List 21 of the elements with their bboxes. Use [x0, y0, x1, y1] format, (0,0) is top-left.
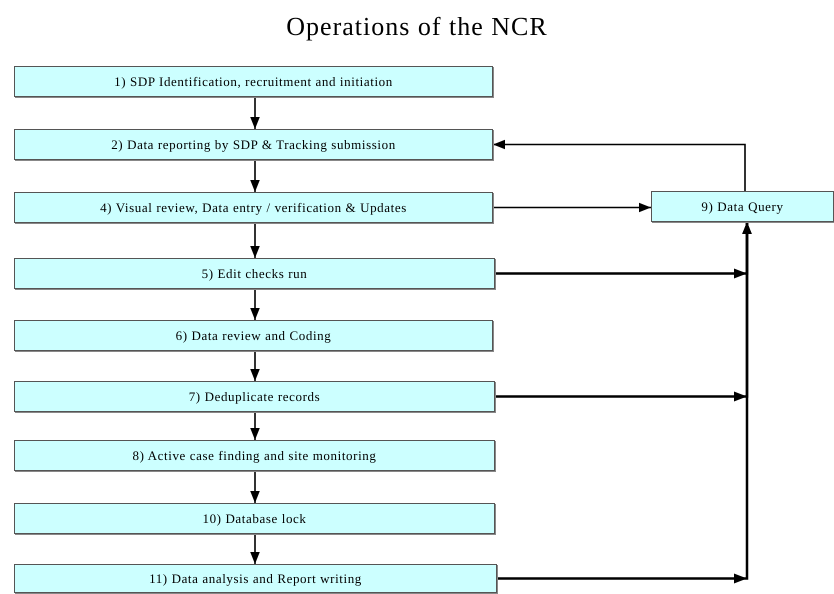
process-box: [14, 129, 493, 160]
step-label: 6) Data review and Coding: [176, 328, 332, 344]
process-box: [651, 191, 834, 222]
process-box: [14, 564, 497, 593]
process-box: [14, 440, 495, 471]
step-label: 2) Data reporting by SDP & Tracking submission: [111, 136, 396, 152]
step-label: 10) Database lock: [202, 510, 307, 526]
process-box: [14, 258, 495, 289]
step-label: 7) Deduplicate records: [188, 388, 320, 404]
process-box: [14, 66, 493, 97]
diagram-title: Operations of the NCR: [285, 12, 549, 42]
step-label: 11) Data analysis and Report writing: [149, 570, 362, 586]
process-box: [14, 320, 493, 351]
process-box: [14, 503, 495, 534]
step-label: 9) Data Query: [701, 198, 784, 214]
step-label: 4) Visual review, Data entry / verification & Updates: [100, 200, 407, 216]
step-label: 8) Active case finding and site monitoring: [132, 448, 376, 464]
process-box: [14, 192, 493, 223]
process-box: [14, 381, 495, 412]
step-label: 1) SDP Identification, recruitment and initiation: [114, 74, 393, 90]
step-label: 5) Edit checks run: [202, 266, 308, 282]
